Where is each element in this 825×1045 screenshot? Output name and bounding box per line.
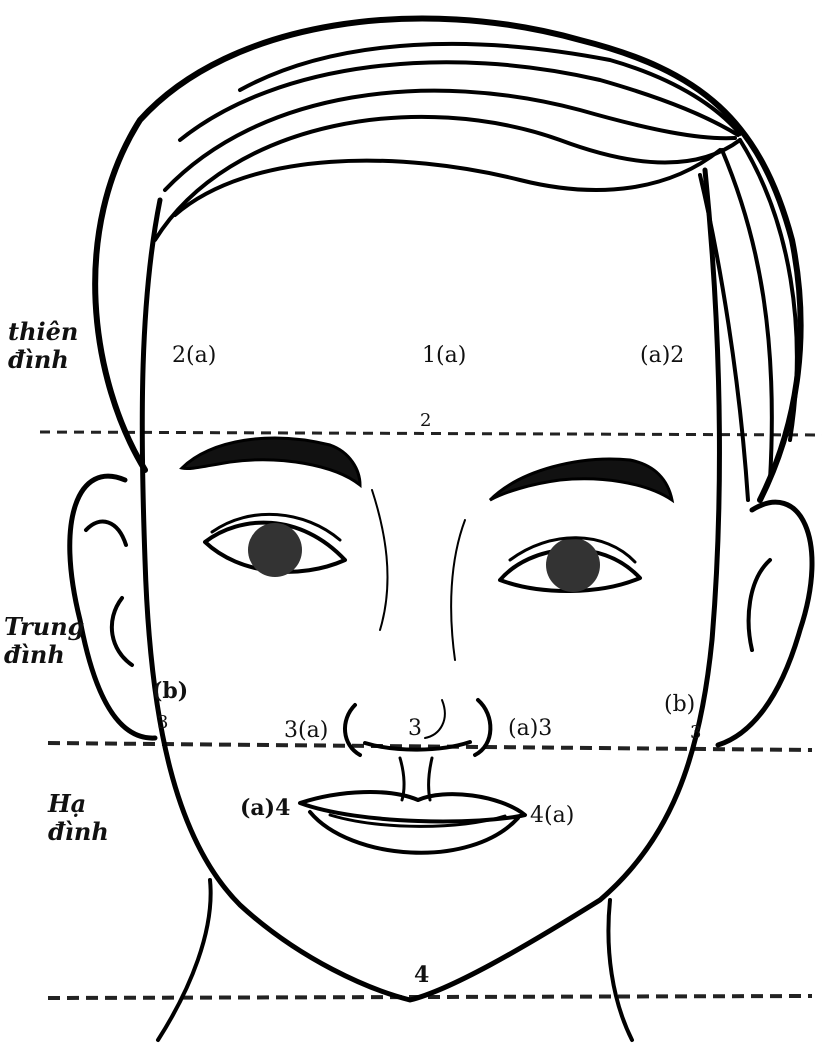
left-eyebrow (182, 438, 360, 485)
zone-label-upper: thiên đình (8, 318, 78, 374)
hair-strand (700, 175, 748, 500)
zone-lower-line1: Hạ (48, 790, 109, 818)
point-label-mouth-right: 4(a) (530, 803, 574, 828)
hair-strand (740, 140, 797, 440)
zone-middle-line1: Trung (4, 613, 84, 641)
point-label-brow-line: 2 (420, 410, 431, 431)
neck-right (608, 900, 632, 1040)
right-eyebrow (490, 459, 672, 500)
point-label-ear-left: 3 (157, 712, 168, 733)
left-ear-inner (112, 598, 132, 665)
point-label-cheek-left: (b) (152, 678, 188, 704)
zone-label-lower: Hạ đình (48, 790, 109, 846)
point-label-mouth-left: (a)4 (240, 795, 290, 821)
point-label-ear-right: 3 (690, 722, 701, 743)
zone-upper-line2: đình (8, 346, 78, 374)
point-label-cheek-right: (b) (664, 692, 695, 717)
right-ear-inner (749, 560, 770, 650)
left-ear-inner-top (86, 522, 126, 545)
point-label-chin: 4 (414, 962, 429, 988)
point-label-forehead-right: (a)2 (640, 343, 684, 368)
left-iris (248, 523, 302, 577)
nose-bridge-left (372, 490, 388, 630)
right-ear (718, 502, 812, 745)
nose-bridge-right (451, 520, 465, 660)
zone-middle-line2: đình (4, 641, 84, 669)
zone-label-middle: Trung đình (4, 613, 84, 669)
point-label-forehead-center: 1(a) (422, 343, 466, 368)
right-iris (546, 538, 600, 592)
zone-lower-line2: đình (48, 818, 109, 846)
zone-upper-line1: thiên (8, 318, 78, 346)
point-label-nose-right: (a)3 (508, 716, 552, 741)
face-outline (142, 170, 719, 1000)
neck (158, 880, 211, 1040)
hair-strand (722, 150, 772, 480)
point-label-nose-center: 3 (408, 716, 422, 741)
nose-crease (425, 700, 445, 738)
point-label-nose-left: 3(a) (284, 718, 328, 743)
guide-line-brow (40, 432, 822, 435)
guide-line-chin (48, 996, 812, 998)
point-label-forehead-left: 2(a) (172, 343, 216, 368)
